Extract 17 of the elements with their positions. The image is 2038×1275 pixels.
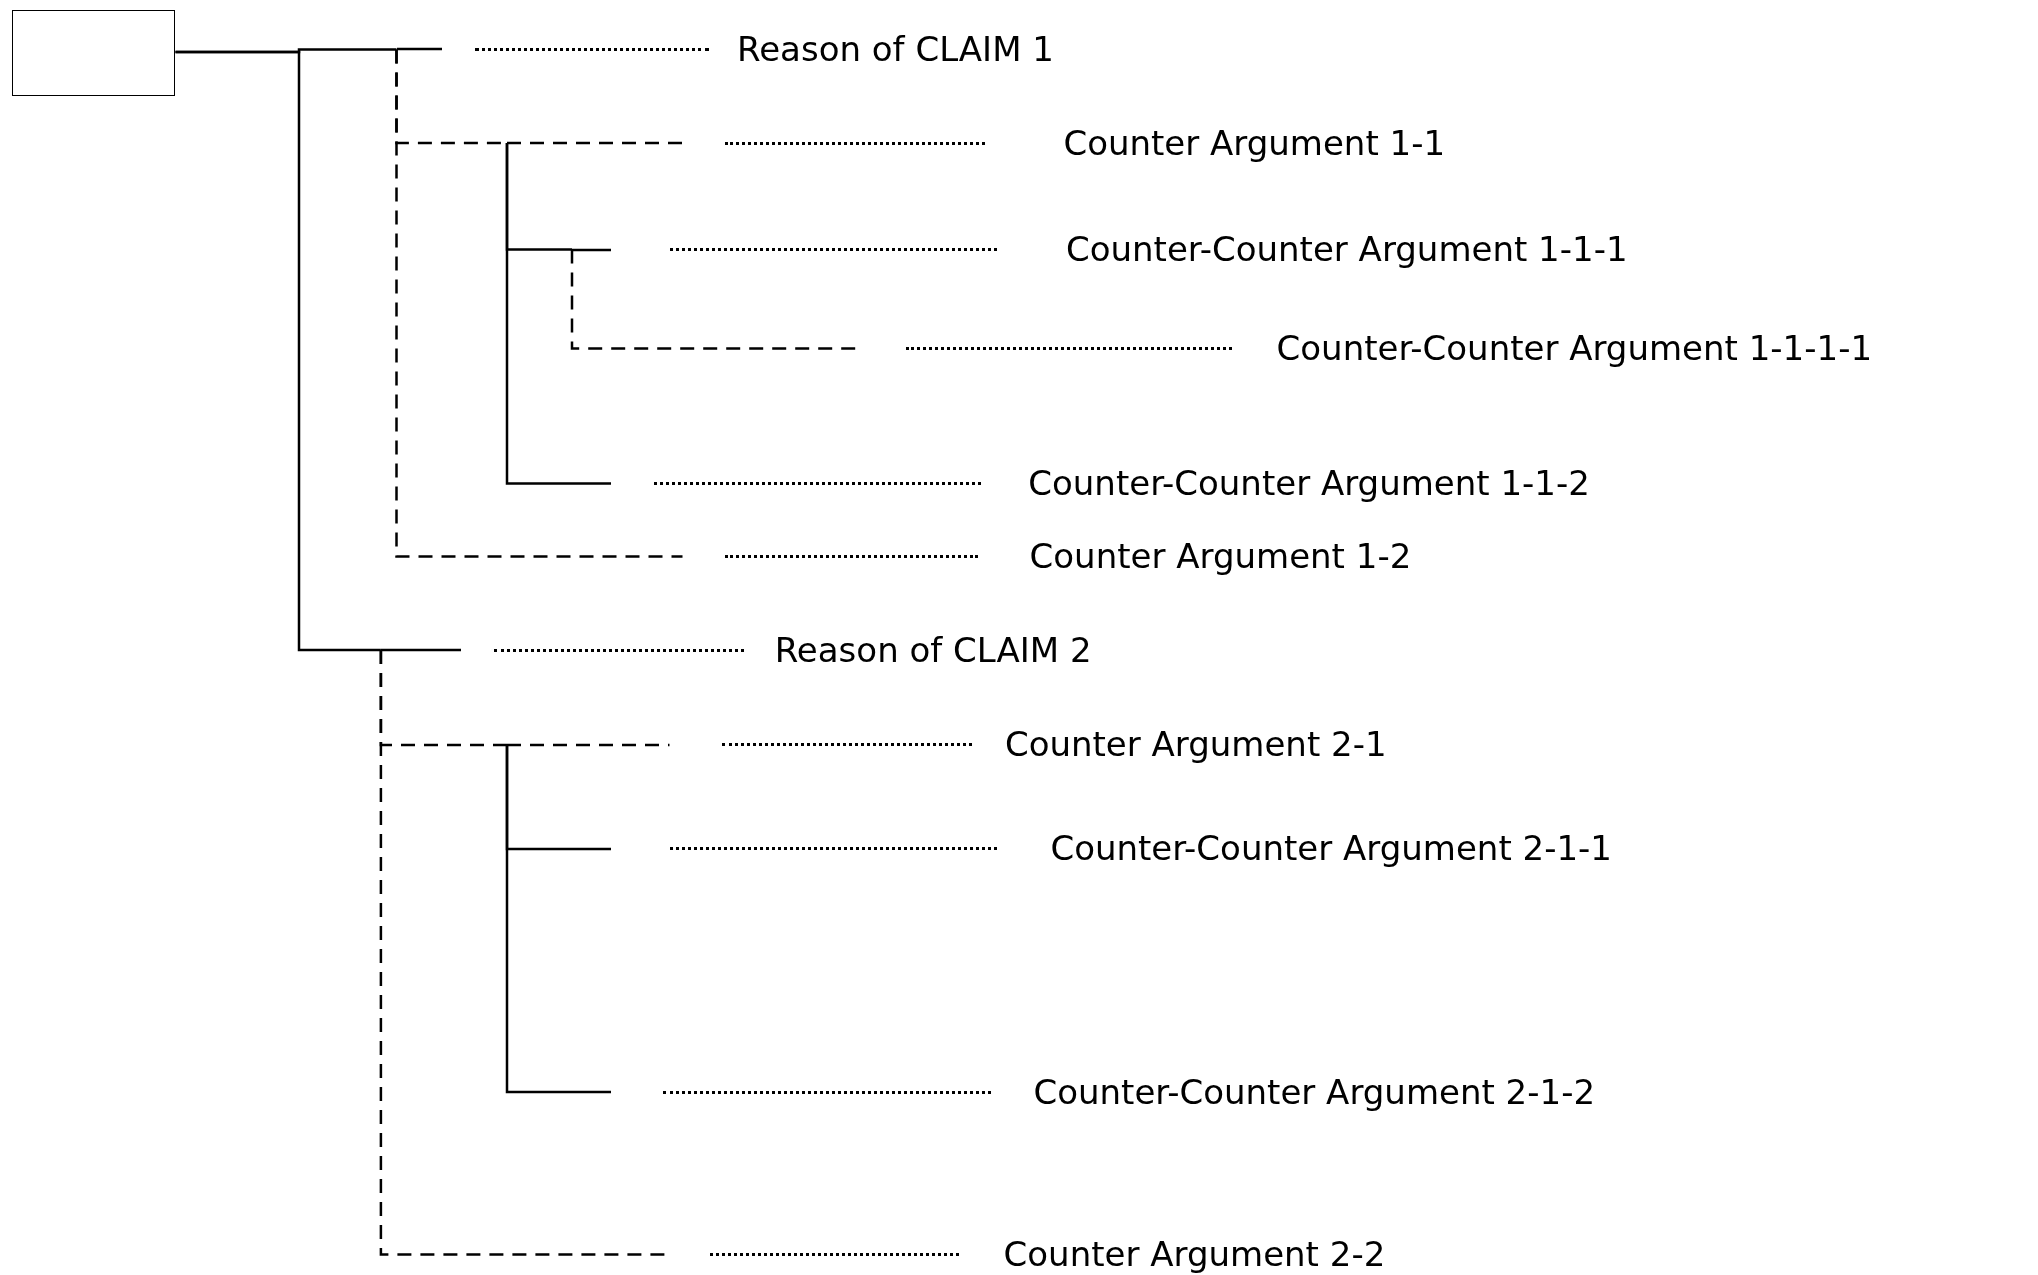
item-label: Counter-Counter Argument 2-1-2 [1033,1071,1596,1113]
item-label: Counter-Counter Argument 1-1-1 [1066,229,1628,270]
item-label: Counter-Counter Argument 1-1-1-1 [1276,328,1873,369]
tree-connector [505,744,611,1094]
item-label: Reason of CLAIM 2 [774,629,1092,671]
tree-connector [175,50,381,652]
item-label: Counter-Counter Argument 2-1-1 [1050,828,1612,870]
tree-connector [505,143,611,485]
item-label: Counter Argument 1-2 [1029,536,1412,577]
empty-box [11,10,176,97]
tree-connector [570,249,858,350]
item-label: Reason of CLAIM 1 [737,29,1054,70]
item-label: Counter Argument 1-1 [1063,122,1446,164]
tree-connector [395,49,683,558]
item-label: Counter Argument 2-1 [1004,724,1387,766]
item-label: Counter Argument 2-2 [1003,1234,1386,1275]
item-label: Counter-Counter Argument 1-1-2 [1028,463,1590,504]
